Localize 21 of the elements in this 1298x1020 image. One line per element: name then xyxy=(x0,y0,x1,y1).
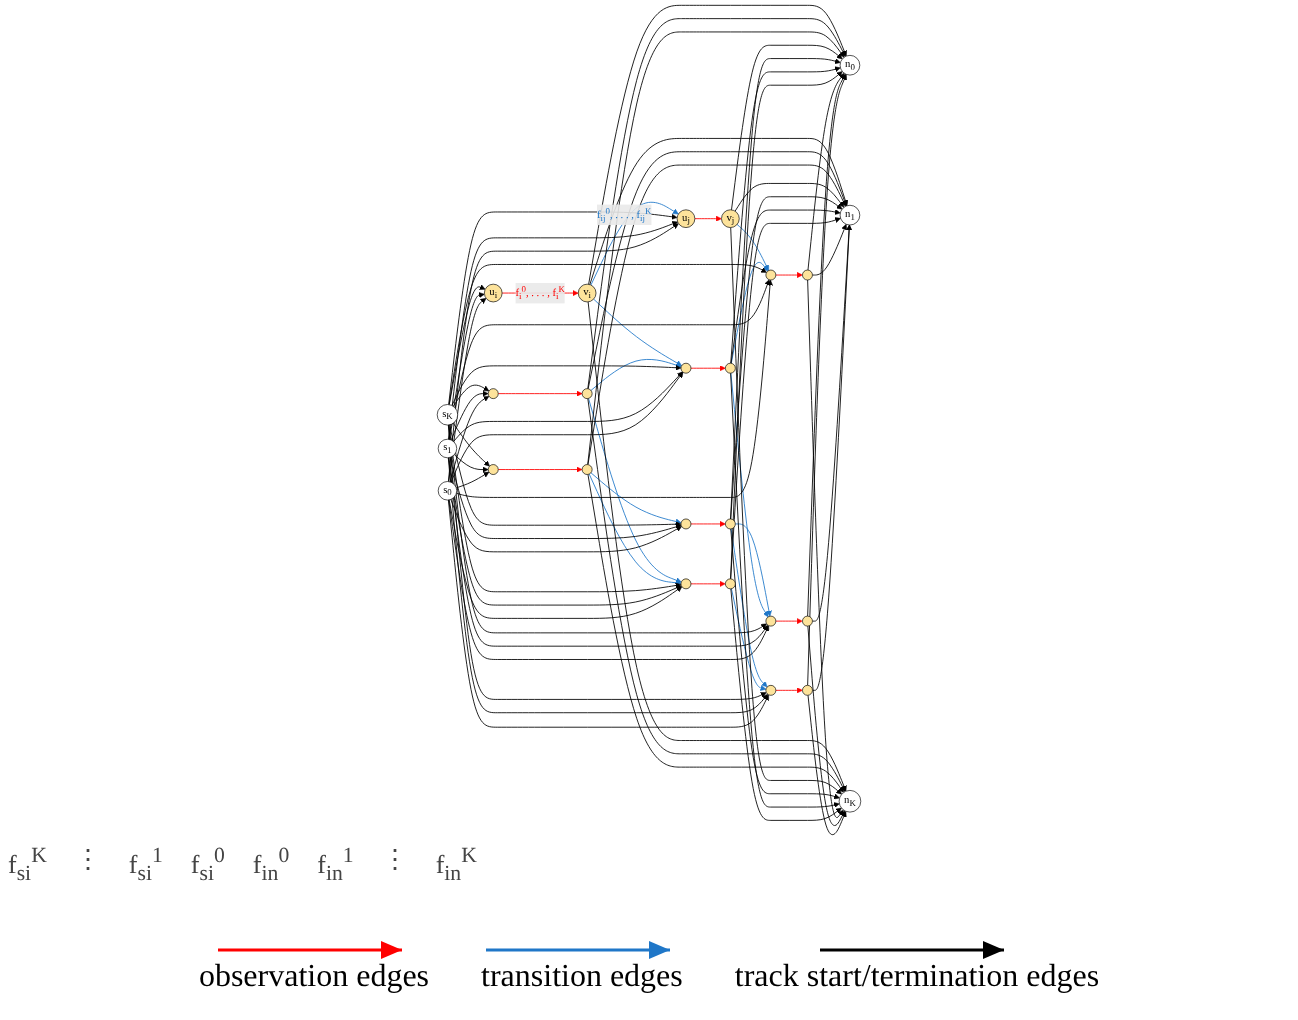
legend-text: observation edges xyxy=(198,960,430,996)
node-circle xyxy=(680,362,692,374)
legend-text: track start/termination edges xyxy=(734,960,1100,996)
node-circle xyxy=(487,388,499,399)
legend-text: transition edges xyxy=(481,960,683,996)
node-circle xyxy=(802,615,813,627)
node-circle xyxy=(725,362,736,374)
node-circle xyxy=(765,615,777,627)
node-circle xyxy=(802,685,813,696)
node-circle xyxy=(487,464,499,475)
node-circle xyxy=(725,518,736,530)
node-circle xyxy=(581,464,593,475)
node-circle xyxy=(725,578,736,590)
edge-bundle-label: ⋮ xyxy=(74,844,101,878)
node-circle xyxy=(765,685,777,696)
node-circle xyxy=(802,269,813,281)
edge-bundle-label: ⋮ xyxy=(381,844,408,878)
node-circle xyxy=(680,518,692,530)
node-circle xyxy=(581,388,593,399)
node-circle xyxy=(680,578,692,590)
node-circle xyxy=(765,269,777,281)
